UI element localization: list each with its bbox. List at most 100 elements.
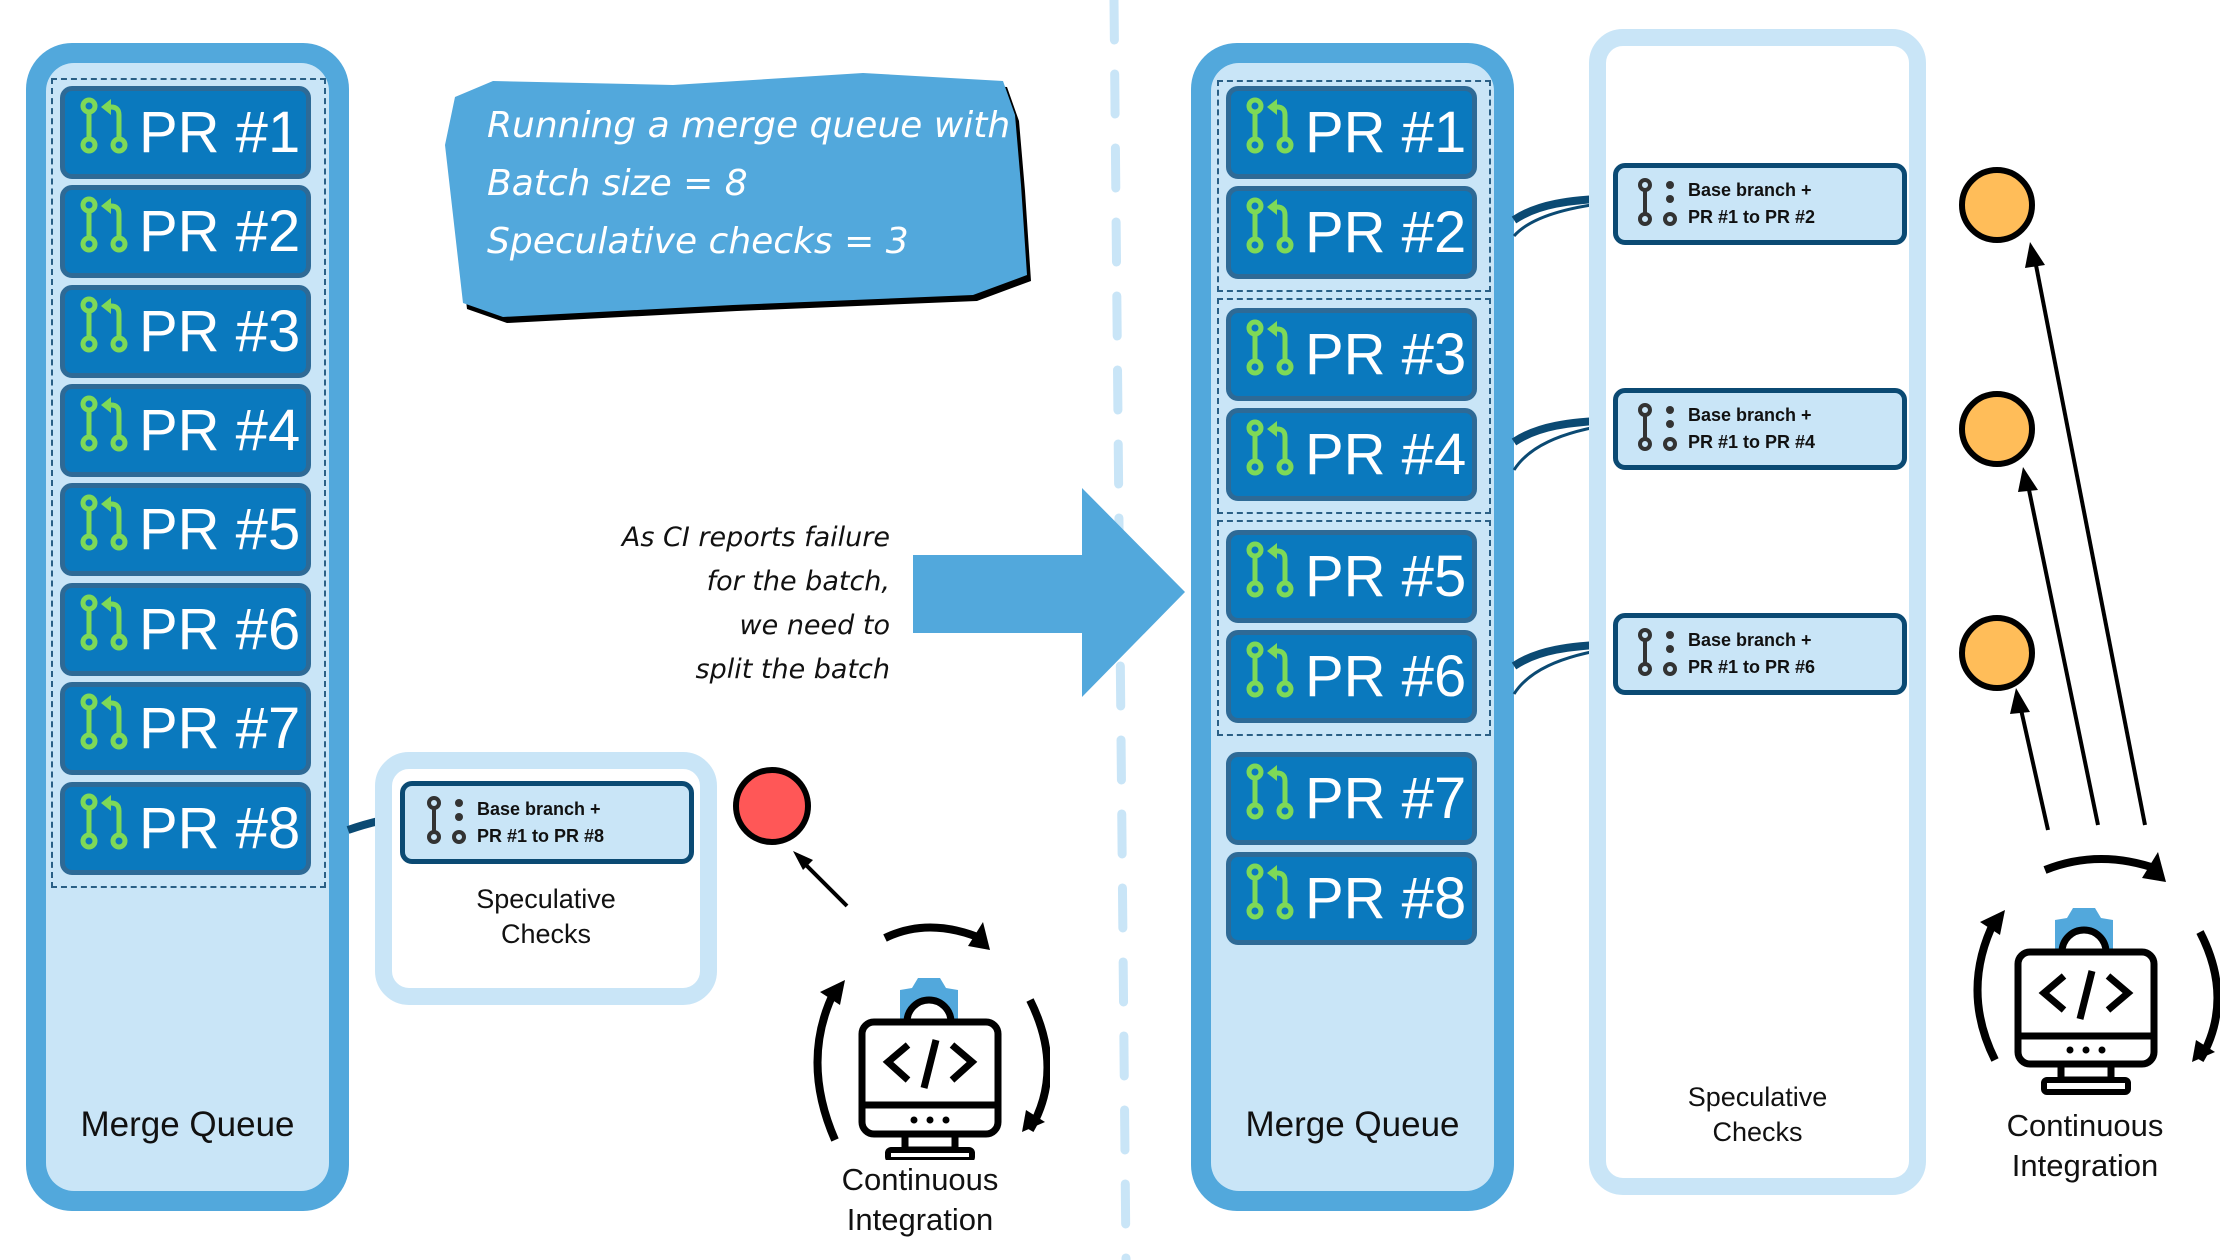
note-line: Speculative checks = 3 — [487, 221, 909, 262]
pull-request-icon — [1246, 97, 1294, 153]
annotation-line: As CI reports failure — [621, 522, 890, 553]
pr-item[interactable]: PR #7 — [1226, 752, 1477, 845]
pull-request-icon — [80, 296, 128, 352]
pr-label: PR #8 — [1305, 866, 1467, 931]
spec-card-line2: PR #1 to PR #2 — [1688, 207, 1816, 227]
pull-request-icon — [80, 196, 128, 252]
spec-label-line2: Checks — [500, 919, 592, 949]
right-batch-3 — [1217, 520, 1491, 736]
spec-card-line1: Base branch + — [477, 798, 601, 819]
right-spec-label: Speculative Checks — [1589, 1080, 1926, 1150]
pr-item[interactable]: PR #4 — [60, 384, 311, 477]
annotation-line: we need to — [739, 610, 890, 641]
ci-monitor-icon — [1973, 852, 2220, 1095]
pull-request-icon — [65, 793, 139, 865]
pull-request-icon — [1231, 863, 1305, 935]
ci-monitor-icon — [813, 922, 1050, 1160]
pull-request-icon — [1246, 419, 1294, 475]
spec-card-line2: PR #1 to PR #8 — [477, 825, 605, 846]
pr-item[interactable]: PR #1 — [1226, 86, 1477, 179]
pr-item[interactable]: PR #2 — [60, 185, 311, 278]
ci-label-line1: Continuous — [2006, 1108, 2164, 1143]
pr-label: PR #3 — [139, 299, 301, 364]
pull-request-icon — [1246, 641, 1294, 697]
pull-request-icon — [1231, 97, 1305, 169]
pull-request-icon — [65, 296, 139, 368]
pull-request-icon — [1246, 319, 1294, 375]
pending-status-dot — [1959, 167, 2035, 243]
pull-request-icon — [65, 594, 139, 666]
pr-label: PR #7 — [1305, 766, 1467, 831]
result-arrow — [799, 858, 849, 908]
spec-card-line1: Base branch + — [1688, 405, 1812, 425]
left-spec-card[interactable]: Base branch + PR #1 to PR #8 — [400, 781, 694, 864]
ci-label-line1: Continuous — [841, 1162, 999, 1197]
pull-request-icon — [65, 693, 139, 765]
branch-merge-icon — [1636, 402, 1680, 457]
right-spec-card[interactable]: Base branch + PR #1 to PR #6 — [1613, 613, 1907, 695]
pr-item[interactable]: PR #3 — [60, 285, 311, 378]
pull-request-icon — [80, 395, 128, 451]
pr-label: PR #4 — [139, 398, 301, 463]
pr-item[interactable]: PR #8 — [60, 782, 311, 875]
pending-status-dot — [1959, 391, 2035, 467]
annotation-line: split the batch — [695, 654, 891, 685]
spec-label-line2: Checks — [1712, 1117, 1803, 1147]
failure-status-dot — [733, 767, 811, 845]
right-spec-card[interactable]: Base branch + PR #1 to PR #2 — [1613, 163, 1907, 245]
pr-item[interactable]: PR #1 — [60, 86, 311, 179]
pr-item[interactable]: PR #4 — [1226, 408, 1477, 501]
transition-arrow — [913, 488, 1185, 697]
ci-label-line2: Integration — [846, 1202, 994, 1237]
pr-label: PR #2 — [139, 199, 301, 264]
pr-label: PR #2 — [1305, 200, 1467, 265]
spec-card-line1: Base branch + — [1688, 630, 1812, 650]
pull-request-icon — [1246, 197, 1294, 253]
note-text: Running a merge queue with Batch size = … — [487, 97, 1010, 271]
pr-label: PR #3 — [1305, 322, 1467, 387]
left-spec-label: Speculative Checks — [375, 882, 717, 952]
pr-label: PR #5 — [1305, 544, 1467, 609]
ci-label-line2: Integration — [2011, 1148, 2159, 1183]
pull-request-icon — [1246, 763, 1294, 819]
pull-request-icon — [1231, 419, 1305, 491]
spec-label-line1: Speculative — [1687, 1082, 1828, 1112]
pr-label: PR #5 — [139, 497, 301, 562]
pr-item[interactable]: PR #6 — [60, 583, 311, 676]
pull-request-icon — [65, 494, 139, 566]
right-batch-2 — [1217, 298, 1491, 514]
pull-request-icon — [1231, 197, 1305, 269]
pr-item[interactable]: PR #8 — [1226, 852, 1477, 945]
pr-label: PR #1 — [1305, 100, 1467, 165]
pr-label: PR #8 — [139, 796, 301, 861]
pull-request-icon — [1231, 319, 1305, 391]
note-line: Running a merge queue with — [487, 105, 1011, 146]
pr-item[interactable]: PR #5 — [1226, 530, 1477, 623]
pull-request-icon — [65, 196, 139, 268]
pr-item[interactable]: PR #6 — [1226, 630, 1477, 723]
left-queue-label: Merge Queue — [80, 1105, 295, 1144]
pr-label: PR #1 — [139, 100, 301, 165]
branch-merge-icon — [425, 795, 469, 850]
pull-request-icon — [1231, 641, 1305, 713]
pr-item[interactable]: PR #7 — [60, 682, 311, 775]
pr-item[interactable]: PR #2 — [1226, 186, 1477, 279]
right-queue-label: Merge Queue — [1245, 1105, 1460, 1144]
pr-label: PR #7 — [139, 696, 301, 761]
note-line: Batch size = 8 — [487, 163, 748, 204]
note-bubble — [445, 73, 1031, 323]
pull-request-icon — [80, 793, 128, 849]
left-ci-label: Continuous Integration — [790, 1160, 1050, 1240]
pr-item[interactable]: PR #5 — [60, 483, 311, 576]
pull-request-icon — [1231, 541, 1305, 613]
left-batch — [51, 78, 326, 888]
annotation-line: for the batch, — [706, 566, 890, 597]
branch-merge-icon — [1636, 627, 1680, 682]
right-batch-1 — [1217, 80, 1491, 292]
pr-label: PR #4 — [1305, 422, 1467, 487]
pr-item[interactable]: PR #3 — [1226, 308, 1477, 401]
spec-card-line2: PR #1 to PR #6 — [1688, 657, 1816, 677]
right-spec-card[interactable]: Base branch +PR #1 to PR #4 — [1613, 388, 1907, 470]
spec-card-line1: Base branch + — [1688, 180, 1812, 200]
right-ci-label: Continuous Integration — [1960, 1106, 2210, 1186]
